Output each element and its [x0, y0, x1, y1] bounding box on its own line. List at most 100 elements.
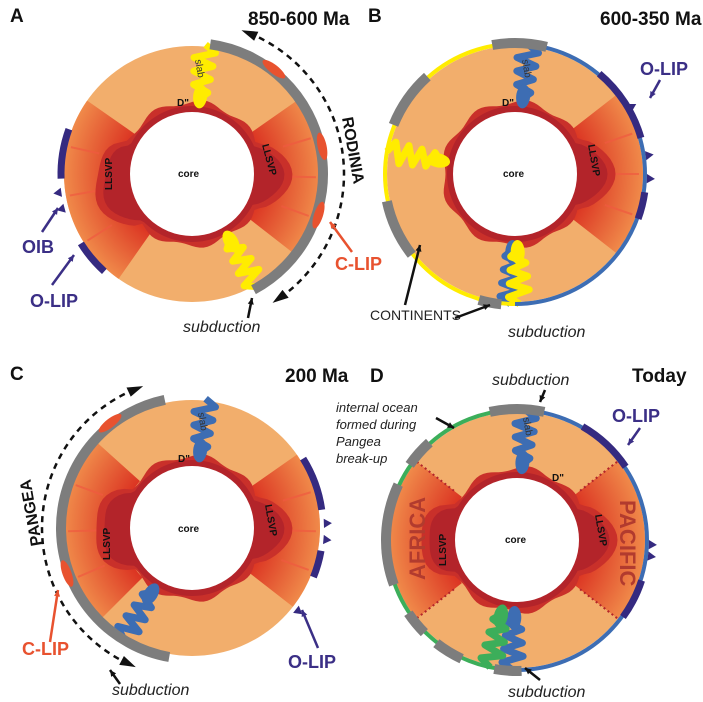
continent-segment [433, 639, 464, 664]
plume-boundary [579, 588, 619, 620]
oib-triangle-icon [56, 203, 66, 213]
slab-pile [426, 153, 451, 168]
arrowhead-icon [54, 590, 61, 597]
olip-segment [580, 423, 629, 469]
panel-b-subduction-label: subduction [508, 324, 585, 341]
panel-d-d2-label: D" [552, 473, 564, 484]
slab-pile [493, 604, 509, 629]
panel-d-subduction-top-label: subduction [492, 372, 569, 389]
panel-d-age: Today [632, 366, 687, 387]
slab-pile [193, 84, 208, 109]
core [455, 478, 579, 602]
panel-a-slab-label: slab [192, 59, 206, 79]
plume-conduit [86, 224, 113, 242]
arrowhead-icon [51, 208, 58, 215]
olip-segment [300, 456, 326, 511]
olip-segment [77, 241, 107, 274]
callout-arrow [403, 244, 422, 306]
crust-ring [514, 42, 647, 306]
panel-c-slab-label: slab [195, 412, 209, 432]
panel-b-continents-label: CONTINENTS [370, 307, 461, 323]
clip-blob [60, 560, 74, 587]
arrowhead-icon [483, 304, 490, 311]
panel-a-clip-label: C-LIP [335, 254, 382, 274]
arrowhead-icon [415, 245, 422, 252]
plume-conduit [69, 189, 99, 197]
clip-blob [262, 59, 286, 79]
panel-d-ocean-note-4: break-up [336, 451, 387, 466]
supercontinent-dashed-arrow [248, 31, 346, 300]
plume-conduit [281, 205, 310, 217]
panel-a-olip-label: O-LIP [30, 291, 78, 311]
slab-pile [507, 605, 522, 630]
plume-boundary [579, 460, 619, 492]
slab-pile [222, 230, 240, 253]
panel-c [40, 386, 332, 668]
panel-b-age: 600-350 Ma [600, 9, 702, 30]
continent-segment [488, 404, 546, 417]
panel-c-age: 200 Ma [285, 366, 349, 387]
slab-pile [193, 438, 208, 463]
continent-segment [381, 482, 403, 587]
arrowhead-icon [119, 656, 136, 668]
arrowhead-icon [525, 668, 532, 675]
panel-d-ocean-note-2: formed during [336, 417, 417, 432]
arrowhead-icon [330, 222, 337, 229]
continent-segment [404, 610, 428, 637]
panel-c-letter: C [10, 364, 24, 385]
plume-boundary [415, 460, 455, 492]
panel-a-subduction-label: subduction [183, 319, 260, 336]
slab-pile [516, 84, 531, 109]
arrowhead-icon [272, 289, 289, 303]
plume-conduit [281, 559, 310, 571]
core [453, 112, 577, 236]
callout-arrow [300, 609, 320, 649]
oib-triangle-icon [53, 187, 63, 197]
panel-d-olip-label: O-LIP [612, 406, 660, 426]
panel-c-llsvp-left: LLSVP [102, 527, 113, 560]
plume-conduit [282, 491, 312, 502]
oib-triangle-icon [644, 151, 654, 161]
panel-a-letter: A [10, 6, 24, 27]
panel-c-core-label: core [178, 524, 200, 535]
arrowhead-icon [241, 30, 259, 41]
oib-triangle-icon [646, 174, 655, 184]
plume-conduit [604, 203, 633, 216]
plume-conduit [604, 132, 633, 145]
continent-segment [405, 438, 433, 468]
oib-triangle-icon [648, 540, 657, 550]
oib-triangle-icon [647, 551, 656, 561]
callout-arrow [48, 589, 60, 643]
crust-ring [383, 42, 516, 306]
panel-a [53, 30, 346, 303]
panel-c-clip-label: C-LIP [22, 639, 69, 659]
panel-a-oib-label: OIB [22, 237, 54, 257]
continent-segment [381, 200, 416, 258]
arrowhead-icon [247, 298, 254, 305]
olip-segment [634, 191, 649, 221]
arrowhead-icon [301, 610, 308, 617]
panel-b-letter: B [368, 6, 382, 27]
slab-pile [141, 583, 160, 605]
continent-segment [388, 72, 431, 127]
arrowhead-icon [110, 670, 117, 677]
continent-segment [493, 664, 522, 676]
clip-blob [312, 201, 325, 229]
panel-c-olip-label: O-LIP [288, 652, 336, 672]
olip-segment [596, 70, 645, 139]
panel-d [381, 404, 657, 676]
oib-triangle-icon [626, 104, 637, 113]
arrowhead-icon [126, 386, 144, 397]
panel-d-core-label: core [505, 535, 527, 546]
plume-conduit [77, 564, 106, 578]
arrowhead-icon [539, 395, 546, 402]
panel-d-pacific-label: PACIFIC [615, 500, 640, 586]
panel-c-d2-label: D" [178, 454, 190, 465]
panel-a-age: 850-600 Ma [248, 9, 350, 30]
panel-d-slab-label: slab [520, 417, 534, 437]
panel-c-subduction-label: subduction [112, 682, 189, 699]
panel-c-pangea-label: PANGEA [17, 478, 45, 548]
panel-a-core-label: core [178, 169, 200, 180]
continent-segment [491, 38, 548, 52]
